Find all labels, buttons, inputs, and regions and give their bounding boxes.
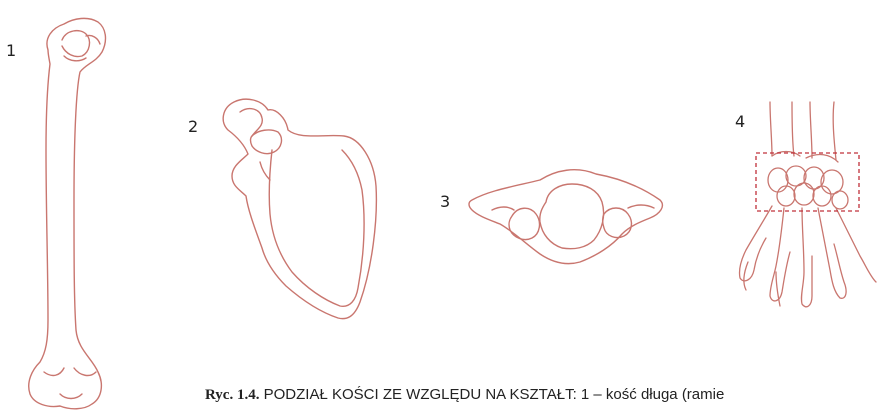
long-bone-humerus: [29, 18, 106, 408]
caption-lead: Ryc. 1.4.: [205, 387, 259, 403]
flat-bone-scapula: [223, 99, 376, 318]
label-2: 2: [188, 117, 198, 136]
label-4: 4: [735, 112, 745, 131]
label-3: 3: [440, 192, 450, 211]
label-1: 1: [6, 41, 16, 60]
short-bones-hand: [739, 102, 876, 307]
irregular-bone-vertebra: [469, 170, 662, 264]
figure-caption: Ryc. 1.4. PODZIAŁ KOŚCI ZE WZGLĘDU NA KS…: [205, 386, 884, 404]
caption-text: PODZIAŁ KOŚCI ZE WZGLĘDU NA KSZTAŁT: 1 –…: [259, 386, 724, 403]
